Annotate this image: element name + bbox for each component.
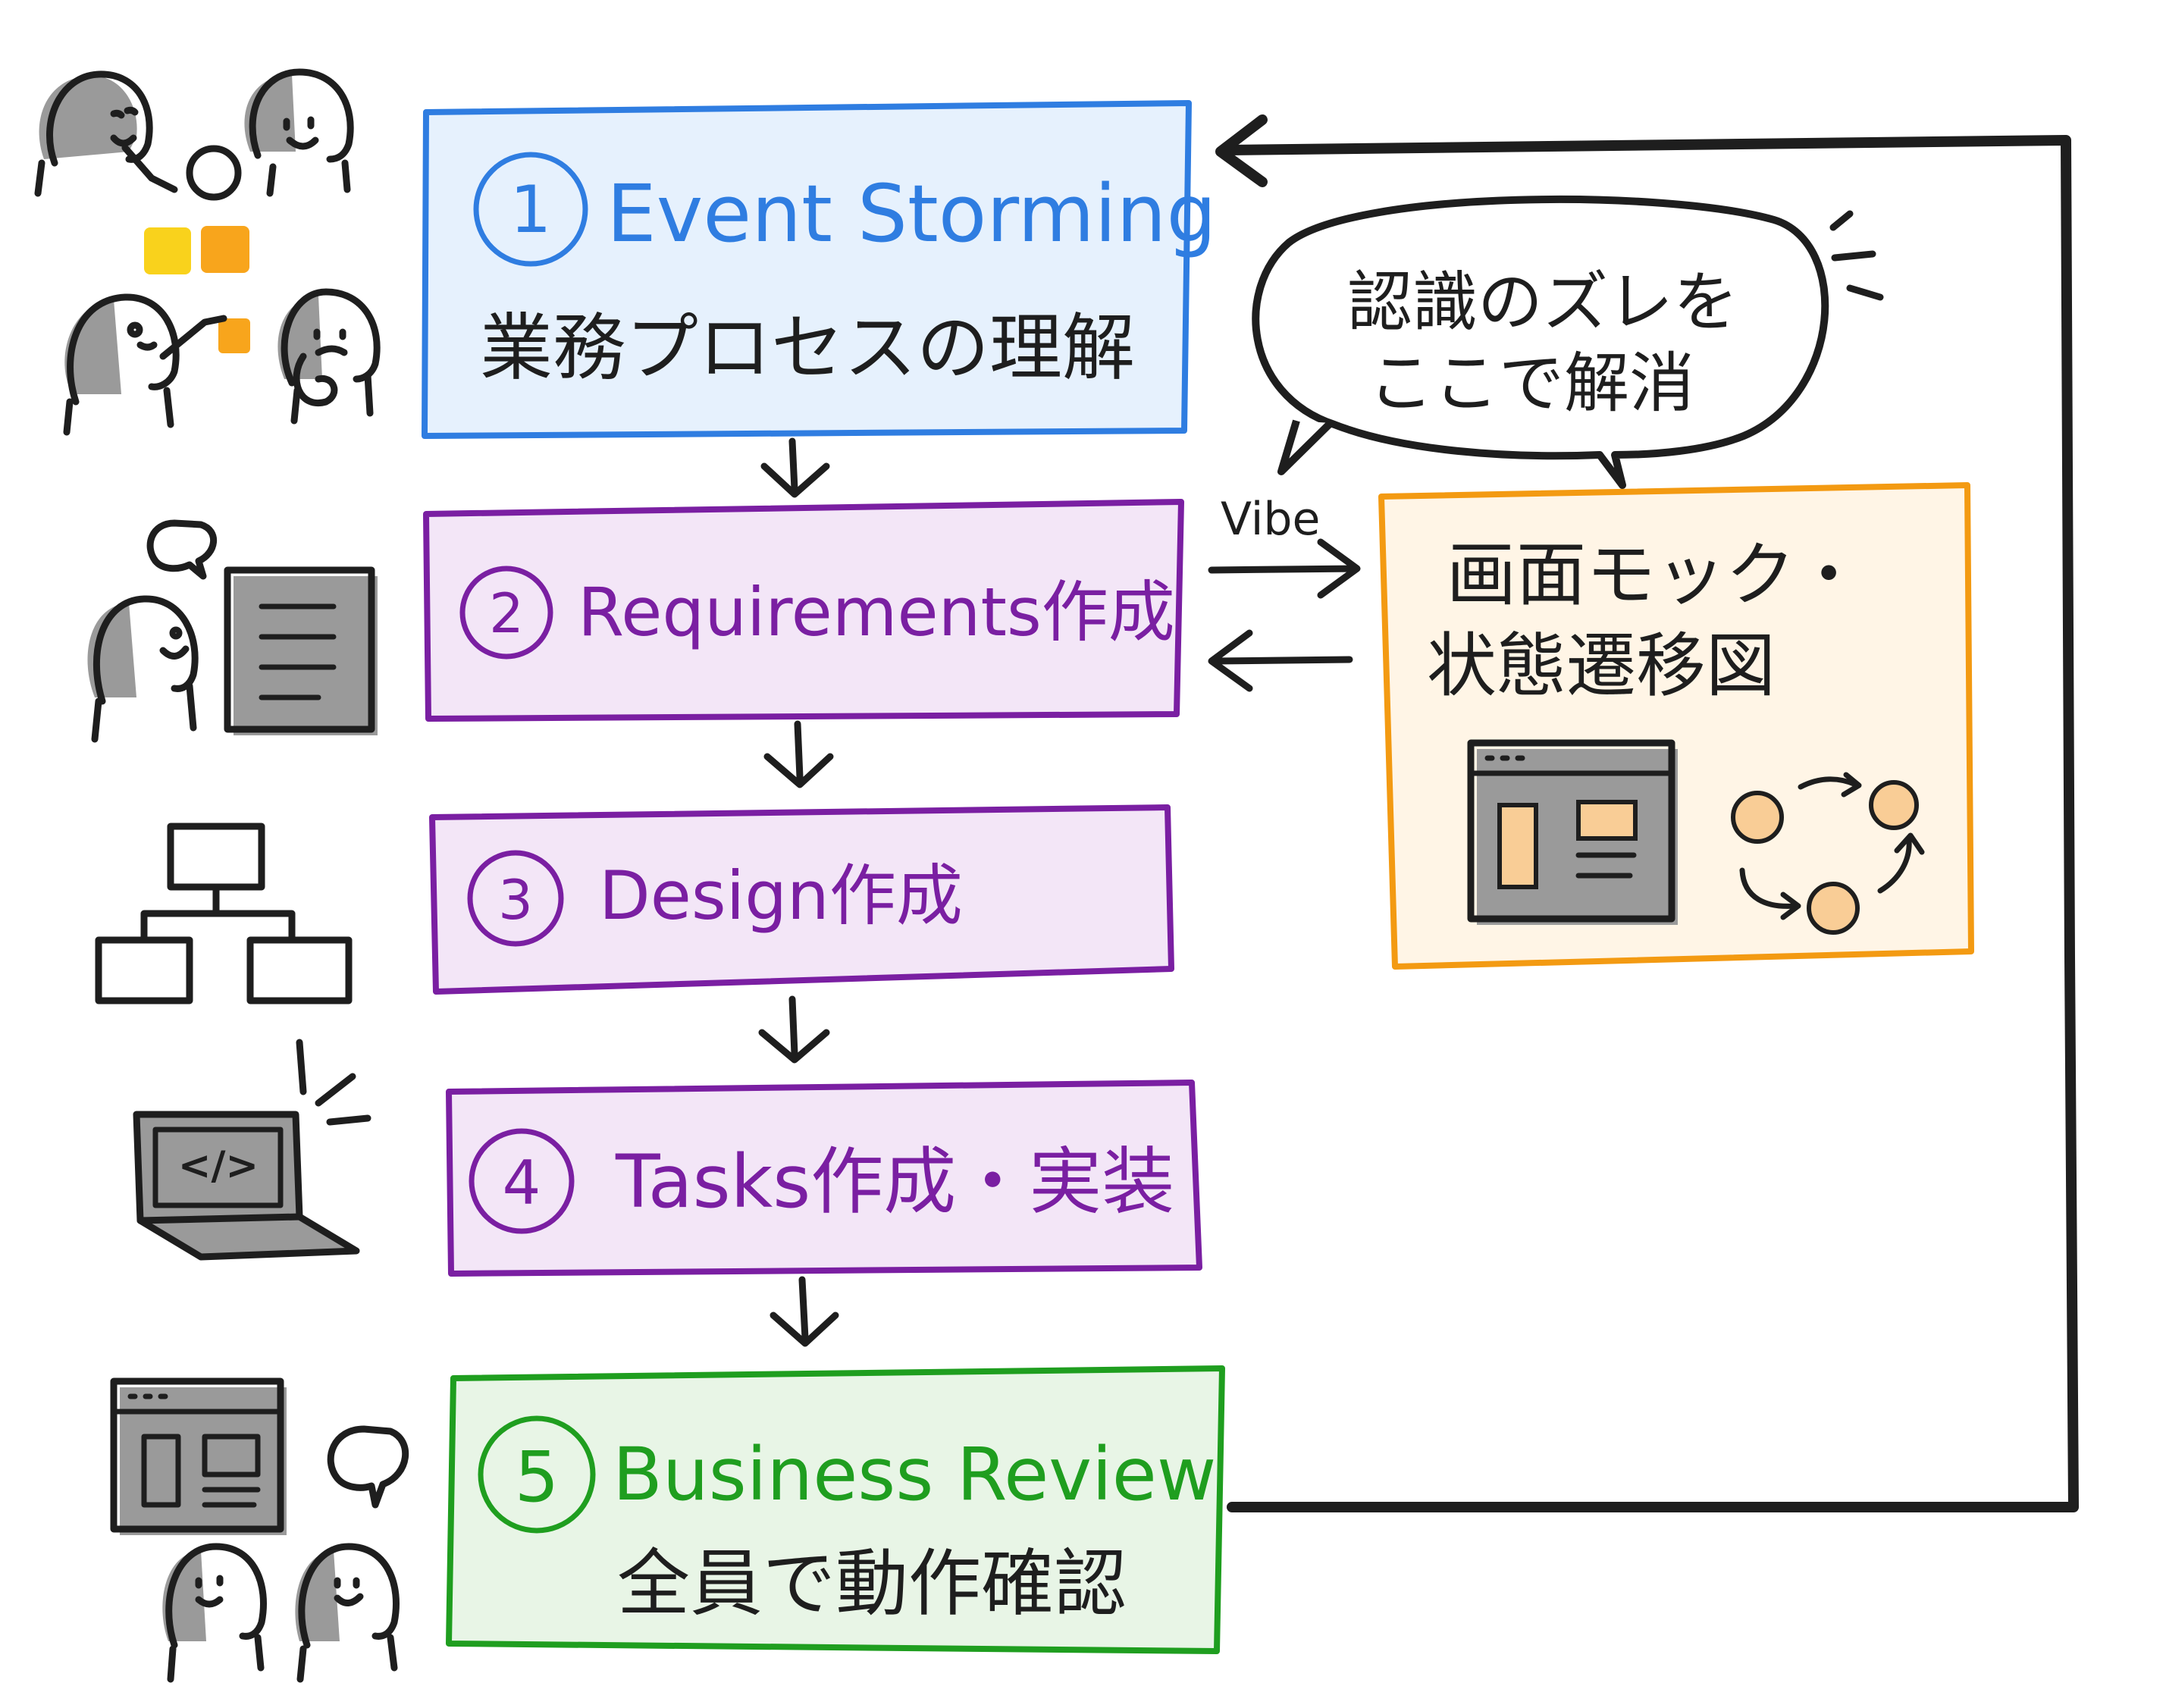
vibe-exchange: Vibe [1208, 493, 1361, 692]
speech-bubble: 認識のズレを ここで解消 [1252, 195, 1884, 489]
step-4-number: 4 [503, 1148, 541, 1218]
step-2-title: Requirements作成 [578, 573, 1175, 651]
mock-box: 画面モック・ 状態遷移図 [1378, 482, 1974, 970]
step-5-business-review: 5 Business Review 全員で動作確認 [446, 1365, 1225, 1654]
loop-arrowhead-icon [1215, 114, 1268, 187]
step-3-number: 3 [498, 868, 533, 932]
step-1-number: 1 [510, 172, 552, 248]
mock-line-2: 状態遷移図 [1427, 625, 1776, 707]
speech-line-1: 認識のズレを [1347, 265, 1738, 340]
step-2-number: 2 [489, 581, 524, 645]
down-arrow-2 [763, 720, 834, 788]
vibe-label: Vibe [1221, 493, 1320, 546]
code-tag-glyph: </> [178, 1143, 259, 1189]
step-1-title: Event Storming [607, 168, 1216, 260]
mock-line-1: 画面モック・ [1447, 534, 1864, 616]
emphasis-lines-icon [1829, 210, 1884, 301]
down-arrow-1 [760, 437, 830, 498]
step-1-event-storming: 1 Event Storming 業務プロセスの理解 [422, 100, 1216, 439]
step-2-requirements: 2 Requirements作成 [423, 499, 1184, 722]
feedback-loop-arrow [1215, 114, 2079, 1512]
screen-mock-icon [1467, 739, 1678, 925]
right-arrow-icon [1317, 538, 1361, 599]
step-5-number: 5 [515, 1437, 560, 1518]
hierarchy-icon [95, 823, 353, 1004]
laptop-code-icon: </> [133, 1039, 371, 1261]
step-3-design: 3 Design作成 [429, 804, 1174, 995]
speech-line-2: ここで解消 [1368, 346, 1694, 422]
browser-review-icon [110, 1377, 409, 1683]
step-4-tasks: 4 Tasks作成・実装 [446, 1080, 1202, 1277]
step-5-title: Business Review [613, 1432, 1216, 1517]
down-arrow-3 [758, 995, 830, 1064]
step-4-title: Tasks作成・実装 [615, 1139, 1174, 1224]
sticky-notes-icon [144, 226, 250, 353]
down-arrow-4 [770, 1276, 839, 1347]
left-arrow-icon [1208, 629, 1253, 692]
state-cycle-icon [1731, 772, 1925, 935]
team-storming-icon [34, 68, 354, 201]
person-document-icon [87, 519, 378, 743]
step-1-subtitle: 業務プロセスの理解 [480, 306, 1135, 390]
team-storming-people-lower [63, 288, 381, 436]
step-5-subtitle: 全員で動作確認 [617, 1541, 1127, 1626]
step-3-title: Design作成 [599, 857, 963, 935]
